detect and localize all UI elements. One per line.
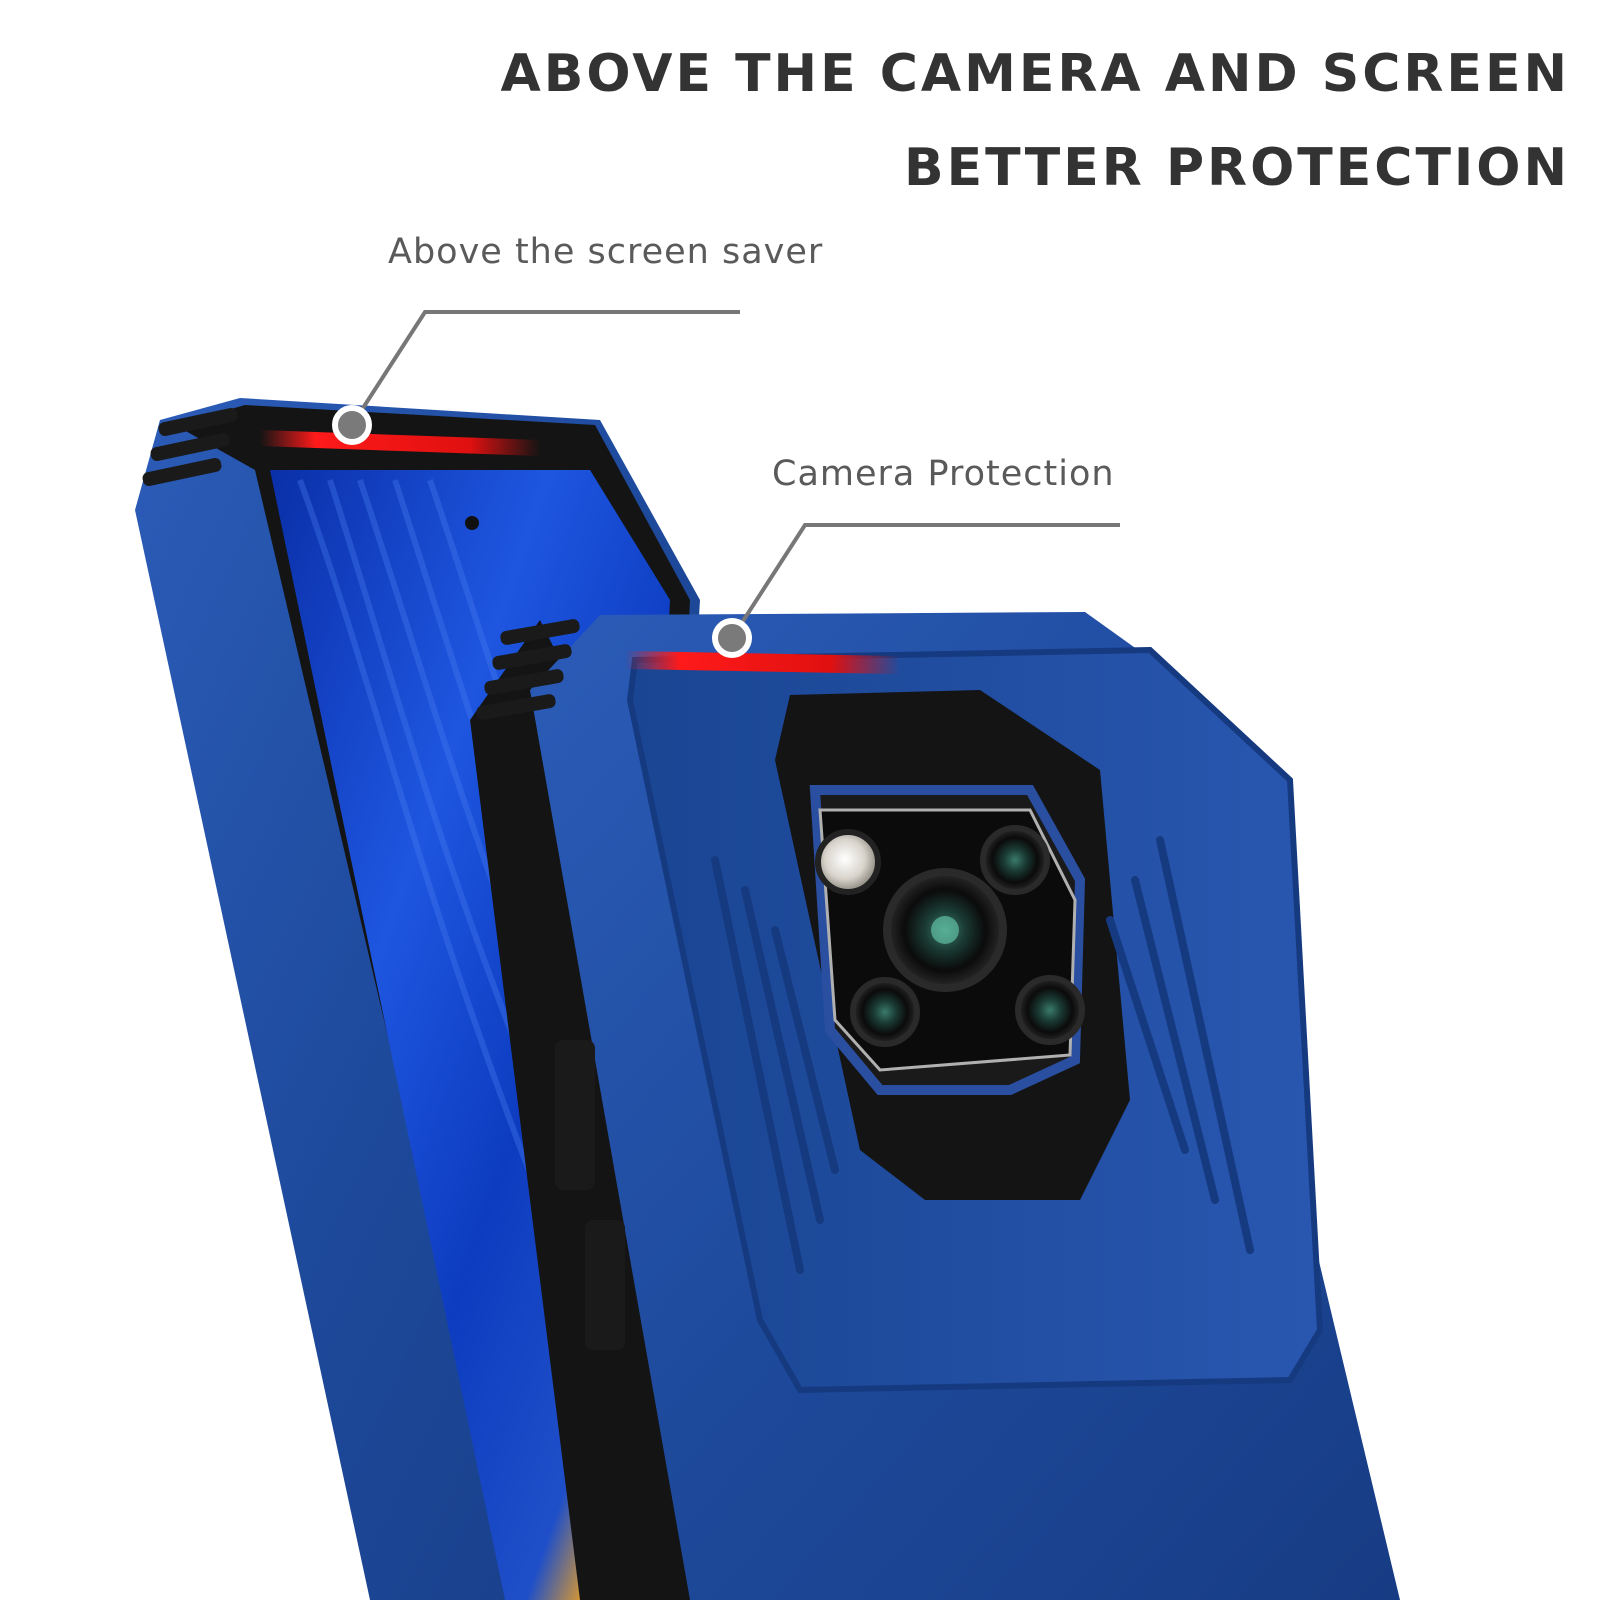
rear-phone-corner-ridges	[476, 619, 580, 720]
screen-callout-label: Above the screen saver	[388, 232, 824, 272]
side-buttons	[555, 1040, 625, 1350]
camera-lens-bottom-left	[850, 977, 920, 1047]
front-camera-punchhole	[465, 516, 479, 530]
camera-callout-label: Camera Protection	[772, 454, 1115, 494]
camera-lens-bottom-right	[1015, 975, 1085, 1045]
camera-callout-marker	[712, 618, 752, 658]
camera-callout-leader	[712, 523, 1120, 658]
rear-phone	[470, 612, 1400, 1600]
front-top-red-edge	[252, 430, 548, 456]
cover-grip-lines	[711, 836, 1254, 1274]
camera-lens-top-right	[980, 825, 1050, 895]
headline-line-2: BETTER PROTECTION	[903, 138, 1570, 198]
screen-callout-leader	[332, 310, 740, 445]
front-phone-corner-ridges	[142, 407, 238, 487]
screen-callout-marker	[332, 405, 372, 445]
camera-flash	[815, 829, 881, 895]
rear-top-red-edge	[616, 651, 909, 674]
headline-line-1: ABOVE THE CAMERA AND SCREEN	[500, 44, 1570, 104]
